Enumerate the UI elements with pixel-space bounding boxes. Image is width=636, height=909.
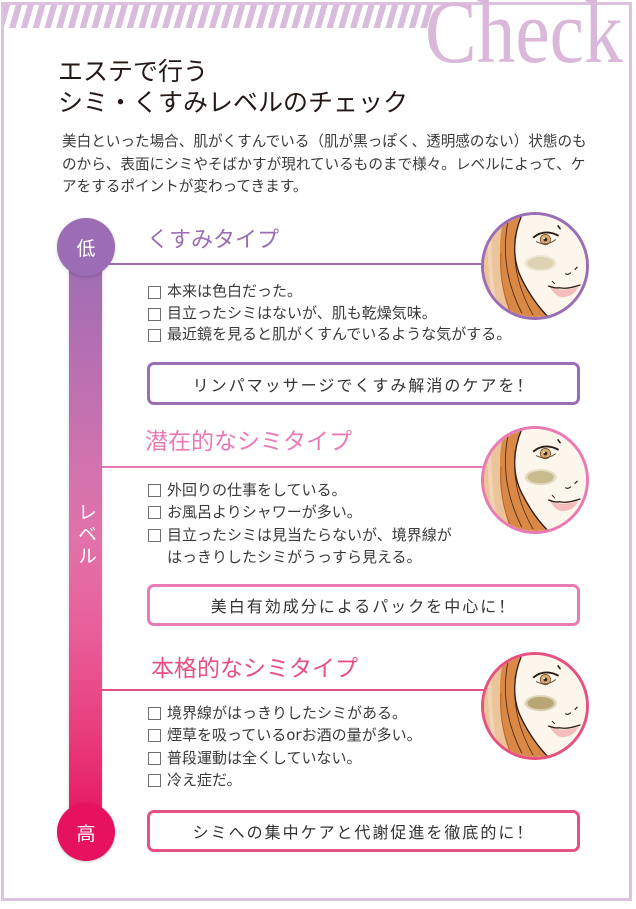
checklist-item: 目立ったシミは見当たらないが、境界線が はっきりしたシミがうっすら見える。: [147, 524, 452, 569]
level-title: くすみタイプ: [147, 228, 280, 253]
level-axis-label: レベル: [75, 502, 97, 568]
checklist-item-text: 本来は色白だった。: [167, 282, 303, 300]
empty-checkbox-icon[interactable]: [148, 329, 161, 342]
checklist-item: 冷え症だ。: [147, 769, 422, 791]
empty-checkbox-icon[interactable]: [148, 286, 161, 299]
level-divider: [102, 263, 484, 265]
empty-checkbox-icon[interactable]: [148, 307, 161, 321]
checklist-item-text: 外回りの仕事をしている。: [167, 481, 347, 499]
checklist-item-text: お風呂よりシャワーが多い。: [167, 503, 362, 522]
advice-text: シミへの集中ケアと代謝促進を徹底的に！: [192, 823, 535, 842]
page-title: エステで行う シミ・くすみレベルのチェック: [58, 57, 409, 117]
face-drawing: [484, 655, 586, 757]
checklist: 外回りの仕事をしている。 お風呂よりシャワーが多い。 目立ったシミは見当たらない…: [147, 479, 452, 568]
checklist-item-text: 冷え症だ。: [167, 770, 242, 789]
checklist-item-text: 普段運動は全くしていない。: [167, 748, 362, 767]
checklist-item-text: 目立ったシミは見当たらないが、境界線が はっきりしたシミがうっすら見える。: [167, 525, 452, 566]
face-illustration-icon: [481, 212, 589, 320]
level-scale-bar: [69, 247, 102, 832]
checklist-item: 境界線がはっきりしたシミがある。: [147, 702, 422, 724]
face-illustration-icon: [481, 652, 589, 760]
level-title: 潜在的なシミタイプ: [145, 429, 352, 455]
checklist-item: 最近鏡を見ると肌がくすんでいるような気がする。: [147, 324, 511, 346]
level-high-marker: 高: [57, 803, 115, 861]
face-illustration-icon: [481, 426, 589, 534]
level-divider: [102, 466, 484, 468]
checklist-item: お風呂よりシャワーが多い。: [147, 501, 452, 523]
checklist-item: 本来は色白だった。: [147, 281, 511, 303]
level-title: 本格的なシミタイプ: [151, 656, 358, 682]
level-high-label: 高: [76, 822, 96, 845]
checklist-item: 外回りの仕事をしている。: [147, 479, 452, 501]
empty-checkbox-icon[interactable]: [148, 751, 161, 765]
advice-box: シミへの集中ケアと代謝促進を徹底的に！: [147, 810, 580, 852]
check-badge: Check: [425, 0, 623, 82]
empty-checkbox-icon[interactable]: [148, 773, 161, 787]
decorative-stripe-band: [4, 5, 434, 28]
checklist-item: 目立ったシミはないが、肌も乾燥気味。: [147, 303, 511, 325]
empty-checkbox-icon[interactable]: [148, 528, 161, 542]
level-low-marker: 低: [57, 218, 115, 276]
advice-box: リンパマッサージでくすみ解消のケアを！: [147, 362, 580, 405]
level-divider: [102, 689, 484, 691]
checklist: 境界線がはっきりしたシミがある。 煙草を吸っているorお酒の量が多い。 普段運動…: [147, 702, 422, 791]
checklist-item-text: 最近鏡を見ると肌がくすんでいるような気がする。: [167, 325, 512, 343]
intro-paragraph: 美白といった場合、肌がくすんでいる（肌が黒っぽく、透明感のない）状態のも のから…: [62, 133, 587, 195]
empty-checkbox-icon[interactable]: [148, 729, 161, 743]
empty-checkbox-icon[interactable]: [148, 506, 161, 520]
level-low-label: 低: [76, 237, 96, 260]
checklist-item-text: 境界線がはっきりしたシミがある。: [167, 704, 408, 722]
empty-checkbox-icon[interactable]: [148, 707, 161, 720]
checklist-item-text: 目立ったシミはないが、肌も乾燥気味。: [167, 303, 437, 322]
advice-text: リンパマッサージでくすみ解消のケアを！: [192, 375, 535, 395]
empty-checkbox-icon[interactable]: [148, 484, 161, 497]
advice-box: 美白有効成分によるパックを中心に！: [147, 584, 580, 626]
face-drawing: [484, 215, 586, 317]
checklist-item: 煙草を吸っているorお酒の量が多い。: [147, 724, 422, 746]
checklist-item-text: 煙草を吸っているorお酒の量が多い。: [167, 726, 422, 745]
checklist: 本来は色白だった。 目立ったシミはないが、肌も乾燥気味。 最近鏡を見ると肌がくす…: [147, 281, 511, 346]
checklist-item: 普段運動は全くしていない。: [147, 747, 422, 769]
advice-text: 美白有効成分によるパックを中心に！: [210, 597, 517, 616]
face-drawing: [484, 429, 586, 531]
